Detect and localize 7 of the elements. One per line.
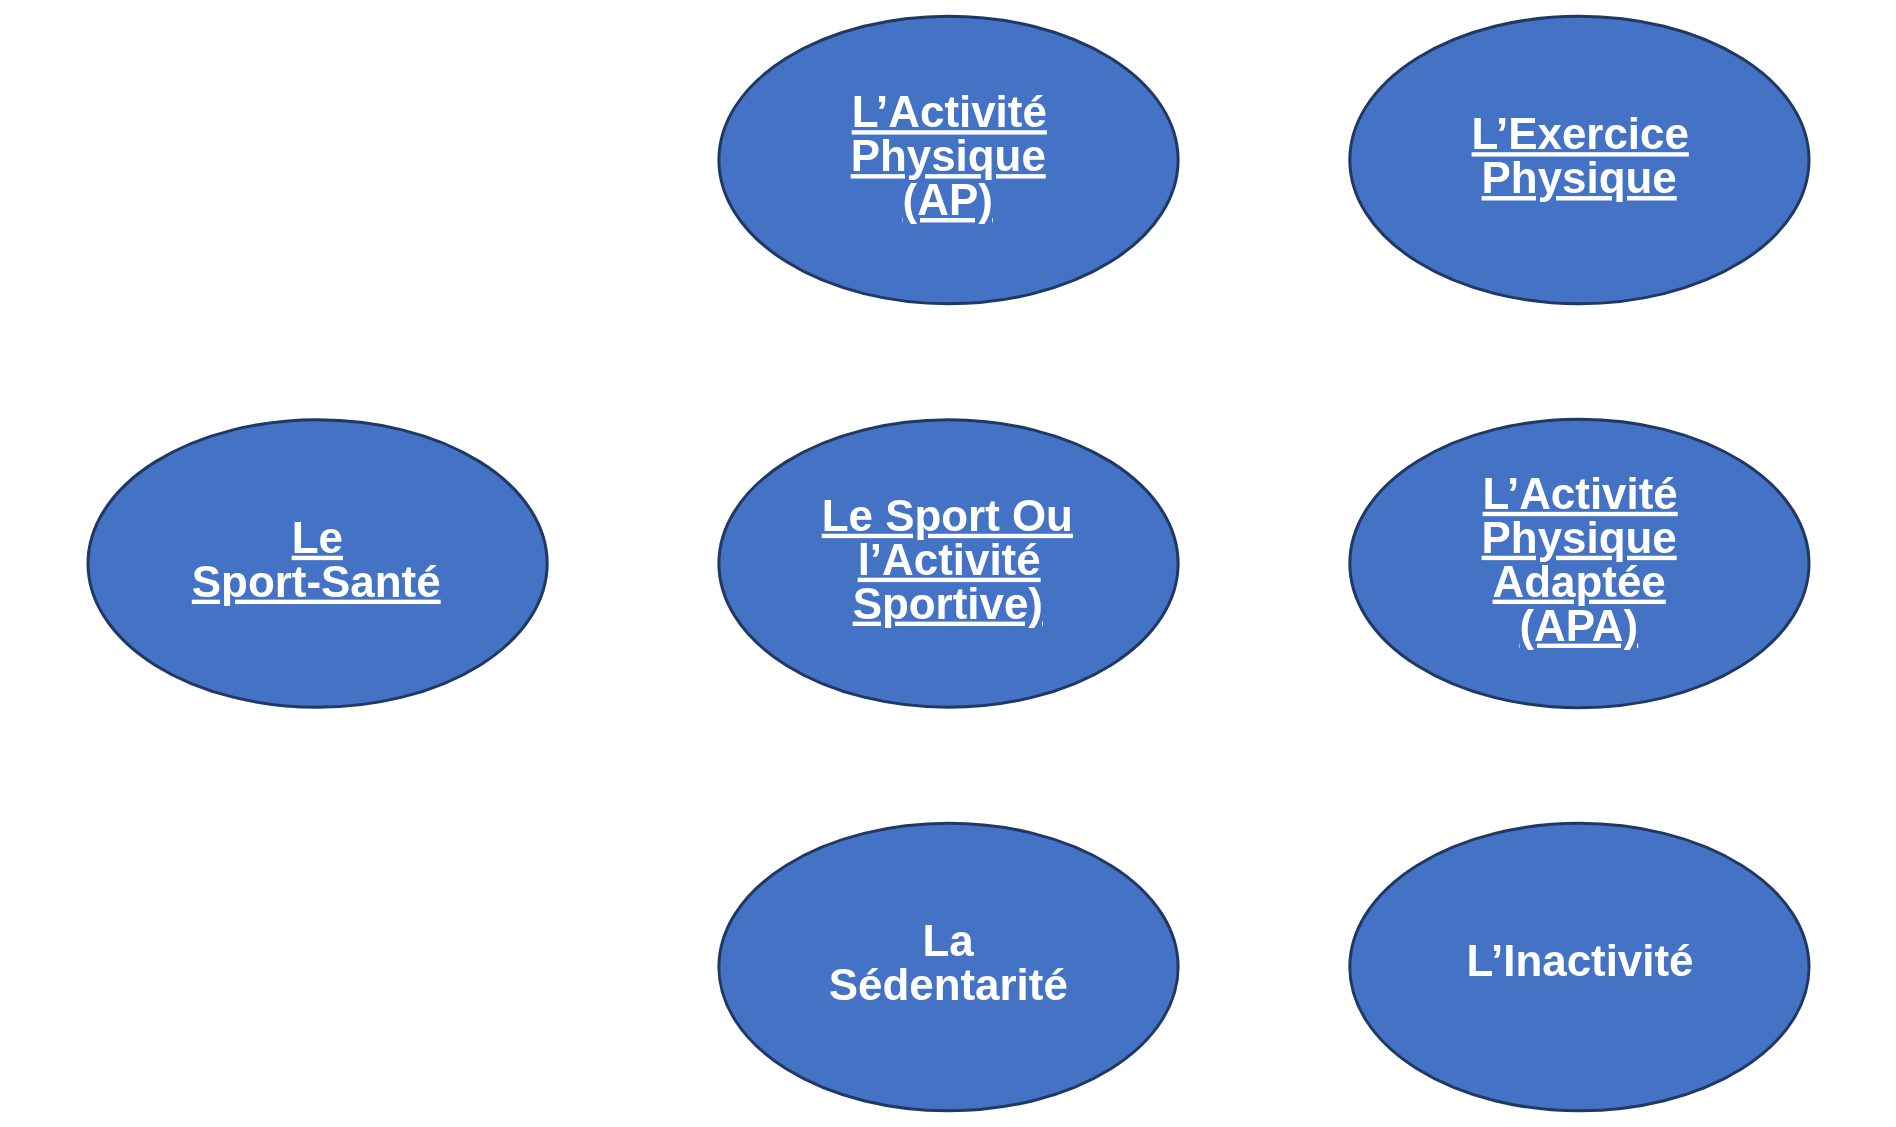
node-ellipse: L’Exercice Physique bbox=[1347, 14, 1810, 306]
node-ellipse: Le Sport Ou l’Activité Sportive) bbox=[716, 418, 1180, 709]
node-ellipse: La Sédentarité bbox=[716, 821, 1180, 1113]
node-ellipse: L’Activité Physique Adaptée (APA) bbox=[1347, 417, 1810, 710]
node-ellipse: Le Sport-Santé bbox=[86, 418, 549, 709]
node-ellipse: L’Inactivité bbox=[1347, 821, 1810, 1113]
node-ellipse: L’Activité Physique (AP) bbox=[716, 14, 1180, 306]
